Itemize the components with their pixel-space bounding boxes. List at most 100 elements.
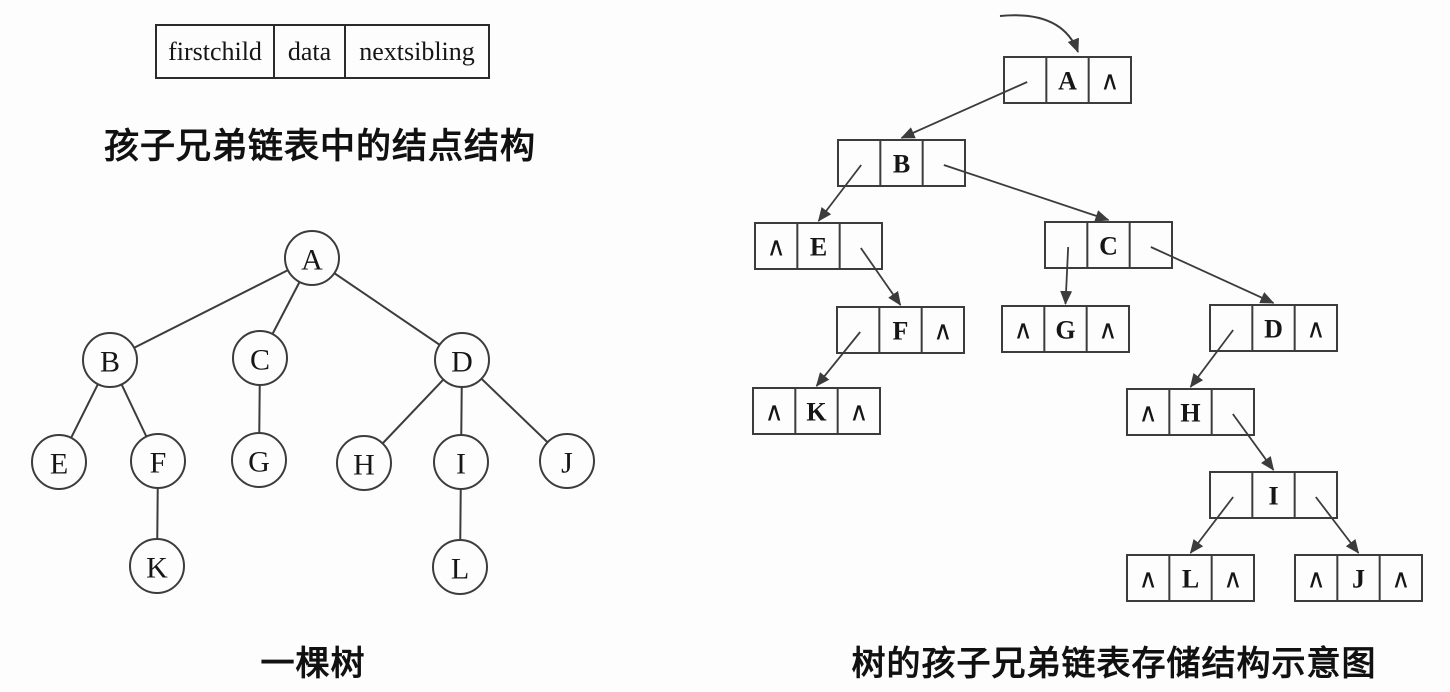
node-structure-cell-data: data bbox=[273, 26, 346, 77]
tree-node-circle bbox=[539, 433, 595, 489]
linked-list-caption: 树的孩子兄弟链表存储结构示意图 bbox=[851, 646, 1377, 683]
list-node-label: F bbox=[893, 317, 909, 346]
list-node-H: H∧ bbox=[1126, 388, 1255, 436]
null-symbol-nextsibling: ∧ bbox=[933, 317, 952, 346]
tree-node-G: G bbox=[231, 432, 287, 488]
pointer-arrow-I-nextsibling bbox=[1315, 496, 1360, 554]
tree-node-label: K bbox=[146, 552, 168, 585]
pointer-arrow-C-nextsibling bbox=[1150, 246, 1275, 304]
tree-node-label: F bbox=[150, 447, 167, 480]
tree-node-circle bbox=[31, 434, 87, 490]
tree-edge-A-B bbox=[109, 257, 313, 361]
tree-node-D: D bbox=[434, 332, 490, 388]
entry-arrow bbox=[999, 14, 1079, 53]
tree-node-H: H bbox=[336, 435, 392, 491]
tree-node-circle bbox=[336, 435, 392, 491]
list-node-box bbox=[752, 387, 881, 435]
list-node-K: K ∧ ∧ bbox=[752, 387, 881, 435]
tree-node-label: H bbox=[353, 449, 375, 482]
list-node-label: H bbox=[1180, 399, 1200, 428]
list-node-box bbox=[1003, 56, 1132, 104]
node-structure-cell-firstchild: firstchild bbox=[168, 36, 262, 66]
pointer-arrow-A-firstchild bbox=[900, 81, 1028, 139]
tree-node-circle bbox=[432, 539, 488, 595]
list-node-L: L∧∧ bbox=[1126, 554, 1255, 602]
pointer-arrow-B-nextsibling bbox=[943, 164, 1110, 222]
list-node-F: F∧ bbox=[836, 306, 965, 354]
list-node-label: B bbox=[893, 150, 910, 179]
tree-node-E: E bbox=[31, 434, 87, 490]
tree-node-label: A bbox=[301, 244, 323, 277]
tree-node-K: K bbox=[129, 538, 185, 594]
tree-node-A: A bbox=[284, 230, 340, 286]
pointer-arrow-H-nextsibling bbox=[1232, 413, 1275, 471]
tree-node-label: L bbox=[451, 553, 469, 586]
list-node-label: K bbox=[806, 398, 827, 427]
node-structure-table: firstchild data nextsibling bbox=[155, 24, 490, 79]
null-symbol-firstchild: ∧ bbox=[1139, 399, 1158, 428]
null-symbol-nextsibling: ∧ bbox=[1100, 67, 1119, 96]
pointer-arrow-B-firstchild bbox=[817, 164, 862, 222]
list-node-label: E bbox=[810, 233, 827, 262]
null-symbol-nextsibling: ∧ bbox=[1306, 315, 1325, 344]
list-node-B: B bbox=[837, 139, 966, 187]
pointer-arrow-F-firstchild bbox=[815, 331, 861, 387]
tree-node-label: C bbox=[250, 344, 270, 377]
list-node-box bbox=[1209, 471, 1338, 519]
list-node-box bbox=[1294, 554, 1423, 602]
pointer-arrow-I-firstchild bbox=[1189, 496, 1234, 554]
list-node-box bbox=[1126, 554, 1255, 602]
tree-node-circle bbox=[232, 330, 288, 386]
node-structure-caption: 孩子兄弟链表中的结点结构 bbox=[103, 127, 537, 166]
tree-node-circle bbox=[284, 230, 340, 286]
list-node-label: D bbox=[1264, 315, 1283, 344]
linked-list-diagram: A∧BE∧CF∧G∧∧D∧K∧∧H∧IL∧∧J∧∧ bbox=[752, 14, 1423, 602]
null-symbol-nextsibling: ∧ bbox=[849, 398, 868, 427]
list-node-label: I bbox=[1268, 482, 1278, 511]
null-symbol-firstchild: ∧ bbox=[1139, 565, 1158, 594]
list-node-box bbox=[837, 139, 966, 187]
tree-caption: 一棵树 bbox=[260, 646, 366, 683]
list-node-I: I bbox=[1209, 471, 1338, 519]
list-node-label: G bbox=[1055, 316, 1075, 345]
pointer-arrow-D-firstchild bbox=[1189, 329, 1234, 388]
tree-node-label: D bbox=[451, 346, 473, 379]
list-node-label: C bbox=[1099, 232, 1118, 261]
null-symbol-firstchild: ∧ bbox=[1014, 316, 1033, 345]
null-symbol-firstchild: ∧ bbox=[1307, 565, 1326, 594]
tree-node-circle bbox=[231, 432, 287, 488]
pointer-arrow-C-firstchild bbox=[1060, 246, 1073, 305]
tree-node-I: I bbox=[433, 434, 489, 490]
null-symbol-nextsibling: ∧ bbox=[1391, 565, 1410, 594]
list-node-C: C bbox=[1044, 221, 1173, 269]
list-node-box bbox=[754, 222, 883, 270]
null-symbol-firstchild: ∧ bbox=[765, 398, 784, 427]
list-node-D: D∧ bbox=[1209, 304, 1338, 352]
null-symbol-nextsibling: ∧ bbox=[1098, 316, 1117, 345]
list-node-A: A∧ bbox=[1003, 56, 1132, 104]
tree-node-label: B bbox=[100, 346, 120, 379]
tree-node-label: J bbox=[561, 447, 573, 480]
list-node-E: E∧ bbox=[754, 222, 883, 270]
list-node-box bbox=[1001, 305, 1130, 353]
tree-node-circle bbox=[433, 434, 489, 490]
tree-node-C: C bbox=[232, 330, 288, 386]
tree-node-circle bbox=[434, 332, 490, 388]
tree-node-B: B bbox=[82, 332, 138, 388]
tree-node-L: L bbox=[432, 539, 488, 595]
tree-node-F: F bbox=[130, 433, 186, 489]
list-node-label: A bbox=[1058, 67, 1077, 96]
tree-node-J: J bbox=[539, 433, 595, 489]
tree-edge-A-D bbox=[311, 257, 463, 361]
tree-node-label: I bbox=[456, 448, 466, 481]
list-node-label: J bbox=[1352, 565, 1365, 594]
null-symbol-firstchild: ∧ bbox=[767, 233, 786, 262]
tree-node-circle bbox=[130, 433, 186, 489]
pointer-arrow-E-nextsibling bbox=[860, 247, 902, 306]
list-node-J: J ∧ ∧ bbox=[1294, 554, 1423, 602]
list-node-box bbox=[836, 306, 965, 354]
list-node-G: G ∧ ∧ bbox=[1001, 305, 1130, 353]
tree-node-label: E bbox=[50, 448, 68, 481]
list-node-label: L bbox=[1182, 565, 1199, 594]
